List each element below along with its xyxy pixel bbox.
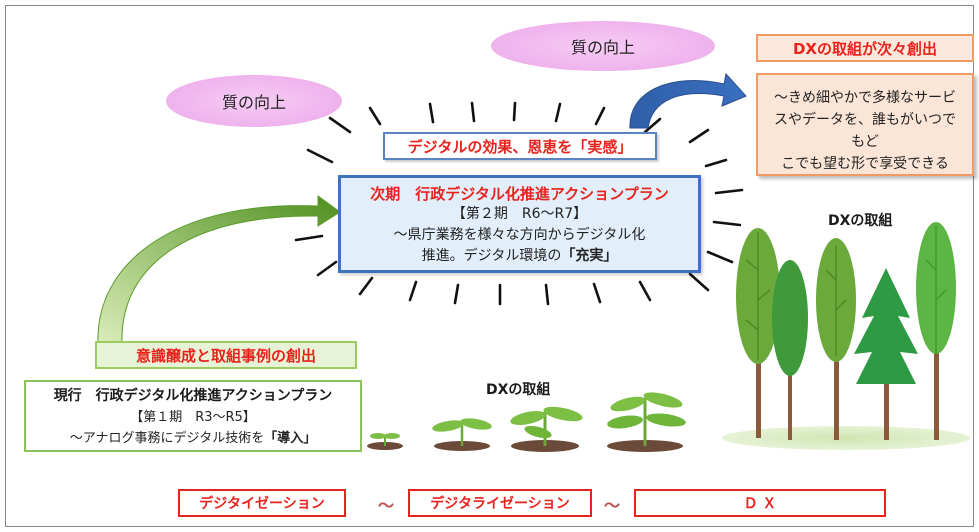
quality-improvement-oval-right: 質の向上 bbox=[491, 21, 715, 71]
current-plan-title: 現行 行政デジタル化推進アクションプラン bbox=[53, 388, 333, 404]
quality-improvement-oval-left: 質の向上 bbox=[166, 75, 342, 127]
forest-icon bbox=[722, 222, 970, 450]
current-plan-line-text: ～アナログ事務にデジタル技術を bbox=[69, 431, 265, 446]
next-plan-line2-text: 推進。デジタル環境の bbox=[421, 248, 562, 264]
next-action-plan-box: 次期 行政デジタル化推進アクションプラン 【第２期 R6～R7】 ～県庁業務を様… bbox=[338, 175, 701, 273]
next-plan-title: 次期 行政デジタル化推進アクションプラン bbox=[370, 185, 669, 203]
dx-trees-label: DXの取組 bbox=[828, 213, 893, 229]
dx-creation-line1: ～きめ細やかで多様なサービ bbox=[774, 90, 956, 106]
next-plan-period: 【第２期 R6～R7】 bbox=[451, 206, 588, 222]
sprout-icon bbox=[510, 406, 583, 452]
stage-dx: Ｄ Ｘ bbox=[634, 489, 886, 517]
sprout-icon bbox=[607, 392, 686, 452]
stage-digitization: デジタイゼーション bbox=[178, 489, 346, 517]
quality-improvement-label-right: 質の向上 bbox=[570, 38, 635, 57]
stage-separator: ～ bbox=[604, 496, 621, 515]
burst-rays bbox=[294, 101, 744, 306]
current-plan-period: 【第１期 R3～R5】 bbox=[130, 410, 256, 425]
sprout-icon bbox=[432, 418, 492, 451]
current-plan-line-emphasis: 「導入」 bbox=[264, 431, 317, 446]
quality-improvement-label-left: 質の向上 bbox=[221, 93, 286, 112]
next-plan-line2-emphasis: 「充実」 bbox=[561, 248, 618, 264]
sprout-icon bbox=[367, 433, 403, 450]
dx-creation-description: ～きめ細やかで多様なサービ スやデータを、誰もがいつでもど こでも望む形で享受で… bbox=[756, 73, 974, 176]
dx-sprouts-label: DXの取組 bbox=[486, 382, 551, 398]
awareness-label: 意識醸成と取組事例の創出 bbox=[95, 341, 357, 369]
dx-creation-line2: スやデータを、誰もがいつでもど bbox=[774, 112, 956, 150]
next-plan-line2: 推進。デジタル環境の「充実」 bbox=[341, 246, 698, 267]
next-plan-line1: ～県庁業務を様々な方向からデジタル化 bbox=[393, 227, 646, 243]
stage-digitalization: デジタライゼーション bbox=[408, 489, 592, 517]
stage-separator: ～ bbox=[378, 496, 395, 515]
dx-creation-title: DXの取組が次々創出 bbox=[756, 34, 974, 62]
benefit-realization-label: デジタルの効果、恩恵を「実感」 bbox=[383, 132, 657, 160]
blue-growth-arrow bbox=[629, 72, 747, 129]
current-plan-line: ～アナログ事務にデジタル技術を「導入」 bbox=[26, 428, 360, 449]
green-growth-arrow bbox=[97, 195, 341, 343]
current-action-plan-box: 現行 行政デジタル化推進アクションプラン 【第１期 R3～R5】 ～アナログ事務… bbox=[24, 380, 362, 452]
dx-creation-line3: こでも望む形で享受できる bbox=[781, 156, 949, 172]
